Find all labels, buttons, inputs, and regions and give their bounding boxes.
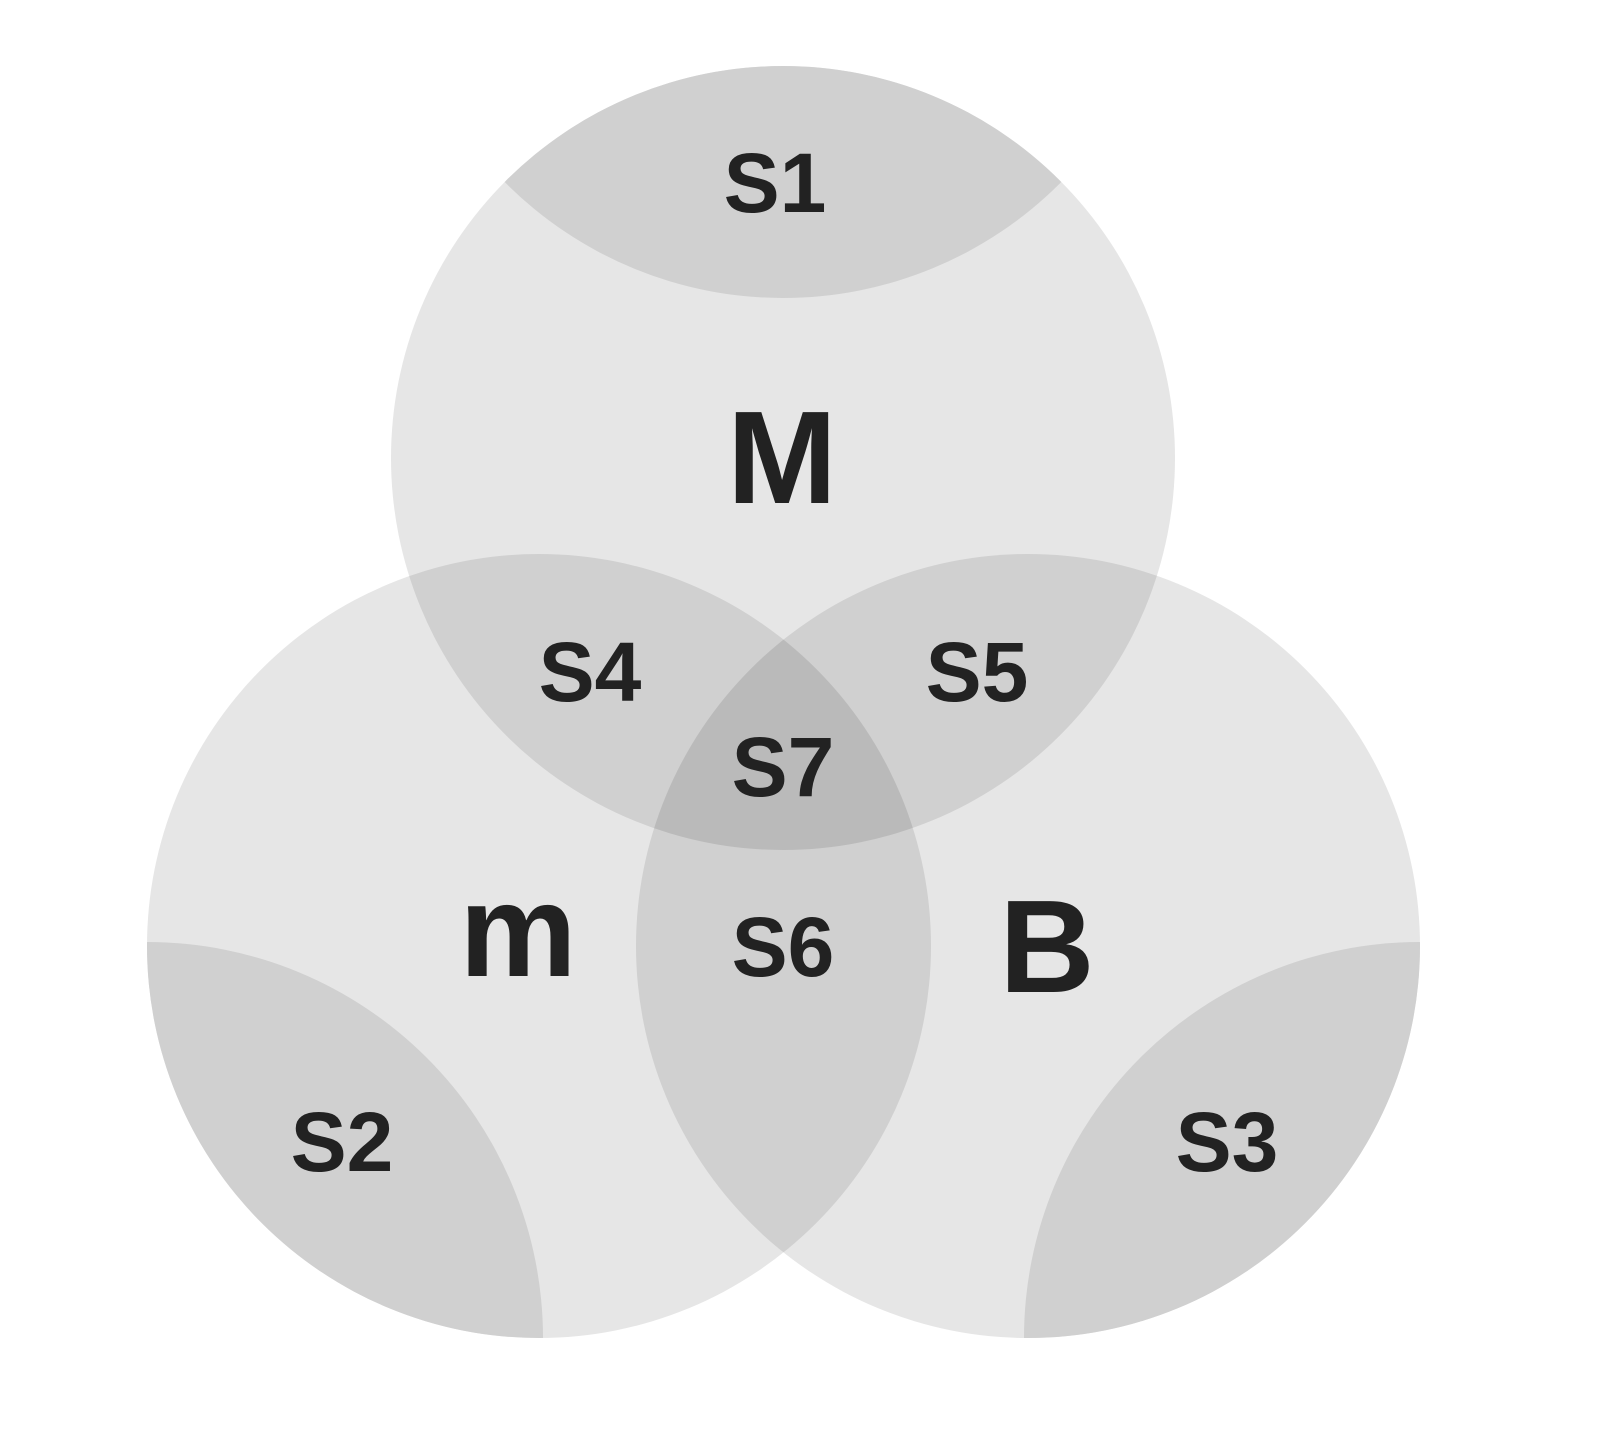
set-label-B: B <box>999 873 1094 1020</box>
set-label-M: M <box>727 384 837 531</box>
region-label-S5: S5 <box>926 625 1029 719</box>
region-label-S6: S6 <box>732 900 835 994</box>
region-S3-shape <box>1024 942 1420 1338</box>
region-label-S1: S1 <box>724 136 827 230</box>
region-S7-shape <box>636 554 931 850</box>
region-label-S4: S4 <box>539 625 642 719</box>
set-label-m: m <box>459 857 576 1004</box>
region-label-S7: S7 <box>732 720 835 814</box>
region-label-S2: S2 <box>291 1095 394 1189</box>
region-label-S3: S3 <box>1176 1095 1279 1189</box>
region-S2-shape <box>147 942 543 1338</box>
